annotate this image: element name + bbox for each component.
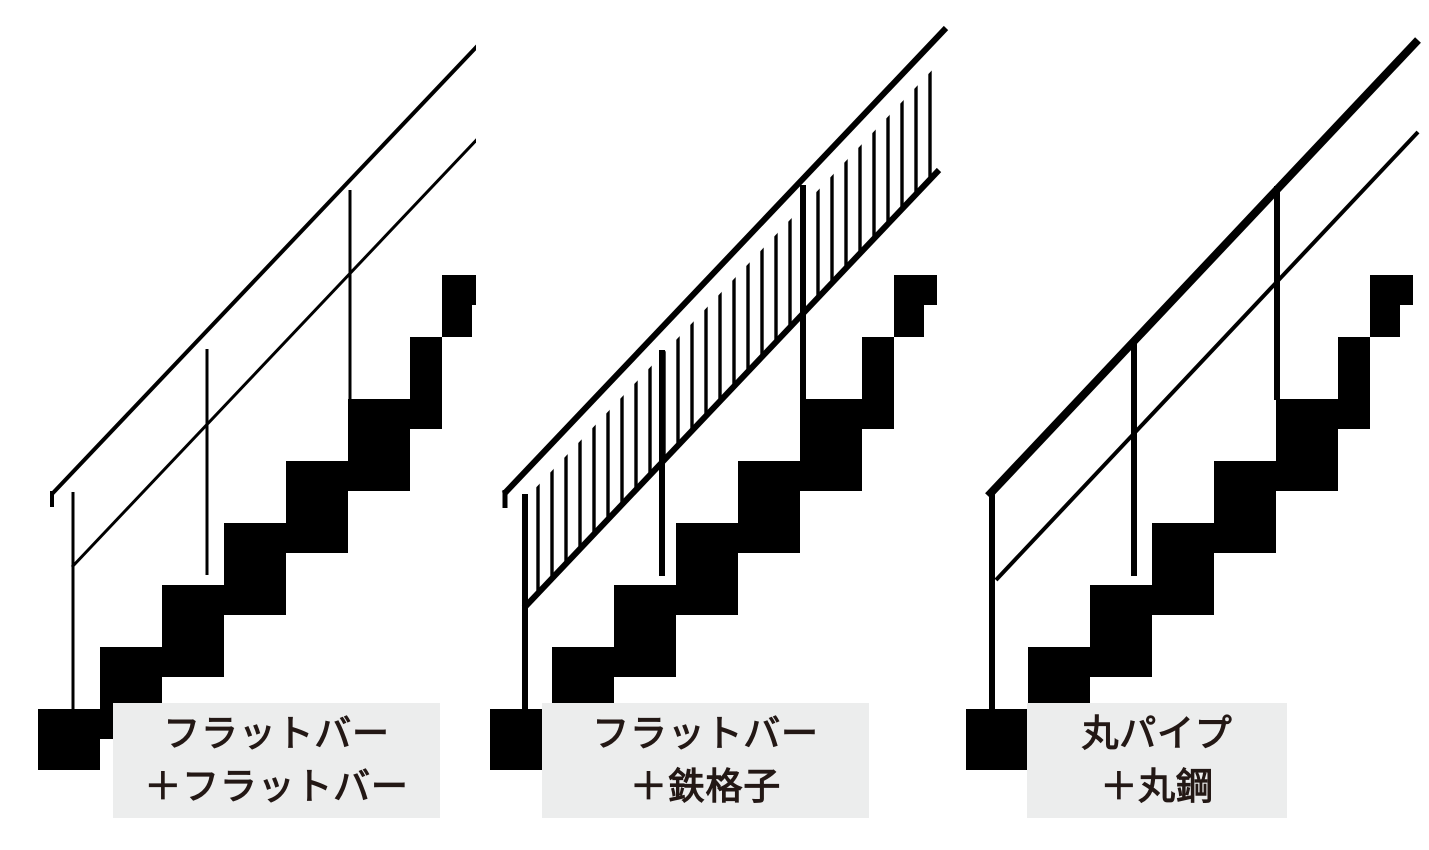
stair-drawing-2 <box>490 25 949 770</box>
stair-drawing-1 <box>38 44 476 770</box>
handrail-1 <box>50 44 476 496</box>
staircase-body-2 <box>490 275 937 770</box>
caption-line-1a: フラットバー <box>163 711 390 755</box>
lattice-bottom-rail-2 <box>521 167 942 611</box>
stair-drawing-3 <box>966 37 1421 770</box>
stair-panel-flatbar-flatbar: フラットバー ＋フラットバー <box>0 0 476 850</box>
staircase-body-1 <box>38 275 476 770</box>
handrail-3 <box>985 37 1421 499</box>
caption-line-3a: 丸パイプ <box>1081 711 1233 755</box>
staircase-body-3 <box>966 275 1413 770</box>
panel-caption-3: 丸パイプ ＋丸鋼 <box>1027 703 1287 818</box>
stair-panel-roundpipe-roundbar: 丸パイプ ＋丸鋼 <box>952 0 1428 850</box>
stair-panel-flatbar-lattice: フラットバー ＋鉄格子 <box>476 0 952 850</box>
caption-line-3b: ＋丸鋼 <box>1100 764 1214 808</box>
handrail-2 <box>501 25 949 497</box>
midrail-3 <box>994 130 1420 582</box>
caption-line-2b: ＋鉄格子 <box>630 764 781 808</box>
midrail-1 <box>70 138 476 569</box>
panel-caption-1: フラットバー ＋フラットバー <box>113 703 440 818</box>
caption-line-2a: フラットバー <box>592 711 819 755</box>
caption-line-1b: ＋フラットバー <box>144 764 409 808</box>
panel-caption-2: フラットバー ＋鉄格子 <box>542 703 869 818</box>
